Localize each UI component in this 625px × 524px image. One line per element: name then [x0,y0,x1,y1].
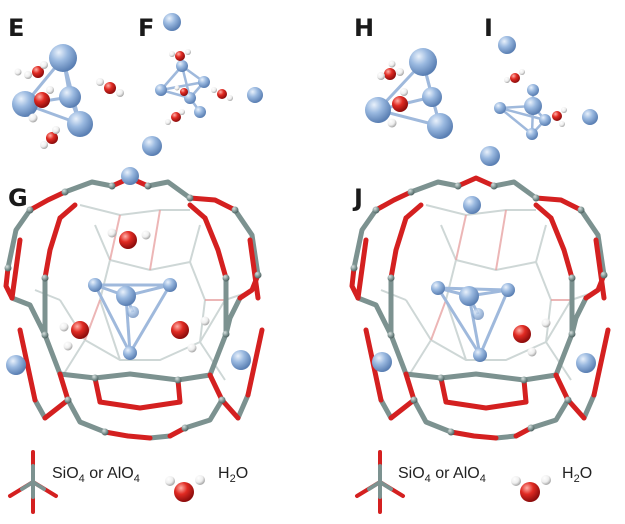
cation-sphere [422,87,442,107]
water-molecule [211,87,233,101]
cation-sphere [582,109,598,125]
panel-g-cage [3,167,265,441]
cation-sphere [142,136,162,156]
water-molecule [40,126,60,149]
cation-sphere [184,92,196,104]
panel-label-j: J [352,184,363,212]
panel-label-i: I [484,14,493,42]
cation-sphere [59,86,81,108]
water-molecule [165,109,185,125]
water-molecule [14,61,48,79]
panel-e-cluster [12,44,124,149]
cation-sphere [49,44,77,72]
water-molecule [377,60,404,80]
water-molecule [59,321,89,351]
cation-sphere [539,114,551,126]
cation-sphere [431,281,445,295]
cation-sphere [576,353,596,373]
water-molecule-icon [511,475,551,502]
water-molecule [169,49,191,61]
water-molecule [174,85,188,96]
cation-sphere [194,106,206,118]
cation-sphere [127,306,139,318]
panel-i-cluster [480,36,598,166]
cation-sphere [524,97,542,115]
cation-sphere [526,128,538,140]
cation-sphere [123,346,137,360]
cation-sphere [494,102,506,114]
cation-sphere [459,286,479,306]
panel-label-g: G [8,184,28,212]
panel-j-cage [349,175,611,441]
cation-sphere [12,91,38,117]
cation-sphere [163,278,177,292]
cation-sphere [155,84,167,96]
water-molecule [171,316,210,353]
cation-sphere [463,196,481,214]
cation-sphere [231,350,251,370]
water-molecule [387,88,408,128]
cation-sphere [473,348,487,362]
cation-sphere [176,60,188,72]
legend-water-label: H2O [562,465,592,485]
cation-sphere [88,278,102,292]
framework-tetrahedron-icon [8,450,58,514]
cation-sphere [116,286,136,306]
cation-sphere [527,84,539,96]
water-molecule [28,86,54,123]
legend-right: SiO4 or AlO4 H2O [355,450,592,514]
water-molecule [96,78,124,97]
cation-sphere [163,13,181,31]
legend-left: SiO4 or AlO4 H2O [8,450,248,514]
water-molecule [552,107,567,127]
legend-framework-label: SiO4 or AlO4 [398,465,486,485]
cation-sphere [6,355,26,375]
panel-label-h: H [354,14,374,42]
cation-sphere [409,48,437,76]
cation-sphere [427,113,453,139]
water-molecule [107,228,151,249]
cation-sphere [121,167,139,185]
cation-sphere [247,87,263,103]
cation-sphere [472,308,484,320]
panel-h-cluster [365,48,453,139]
cation-sphere [498,36,516,54]
cation-sphere [501,283,515,297]
framework-tetrahedron-icon [355,450,405,514]
panel-f-cluster [142,13,263,156]
water-molecule-icon [165,475,205,502]
panel-label-e: E [8,14,24,42]
legend-water-label: H2O [218,465,248,485]
cation-sphere [67,111,93,137]
cation-sphere [372,352,392,372]
panel-label-f: F [138,14,154,42]
water-molecule [513,318,551,357]
cation-sphere [198,76,210,88]
cation-sphere [365,97,391,123]
water-molecule [504,69,525,83]
cation-sphere [480,146,500,166]
legend-framework-label: SiO4 or AlO4 [52,465,140,485]
